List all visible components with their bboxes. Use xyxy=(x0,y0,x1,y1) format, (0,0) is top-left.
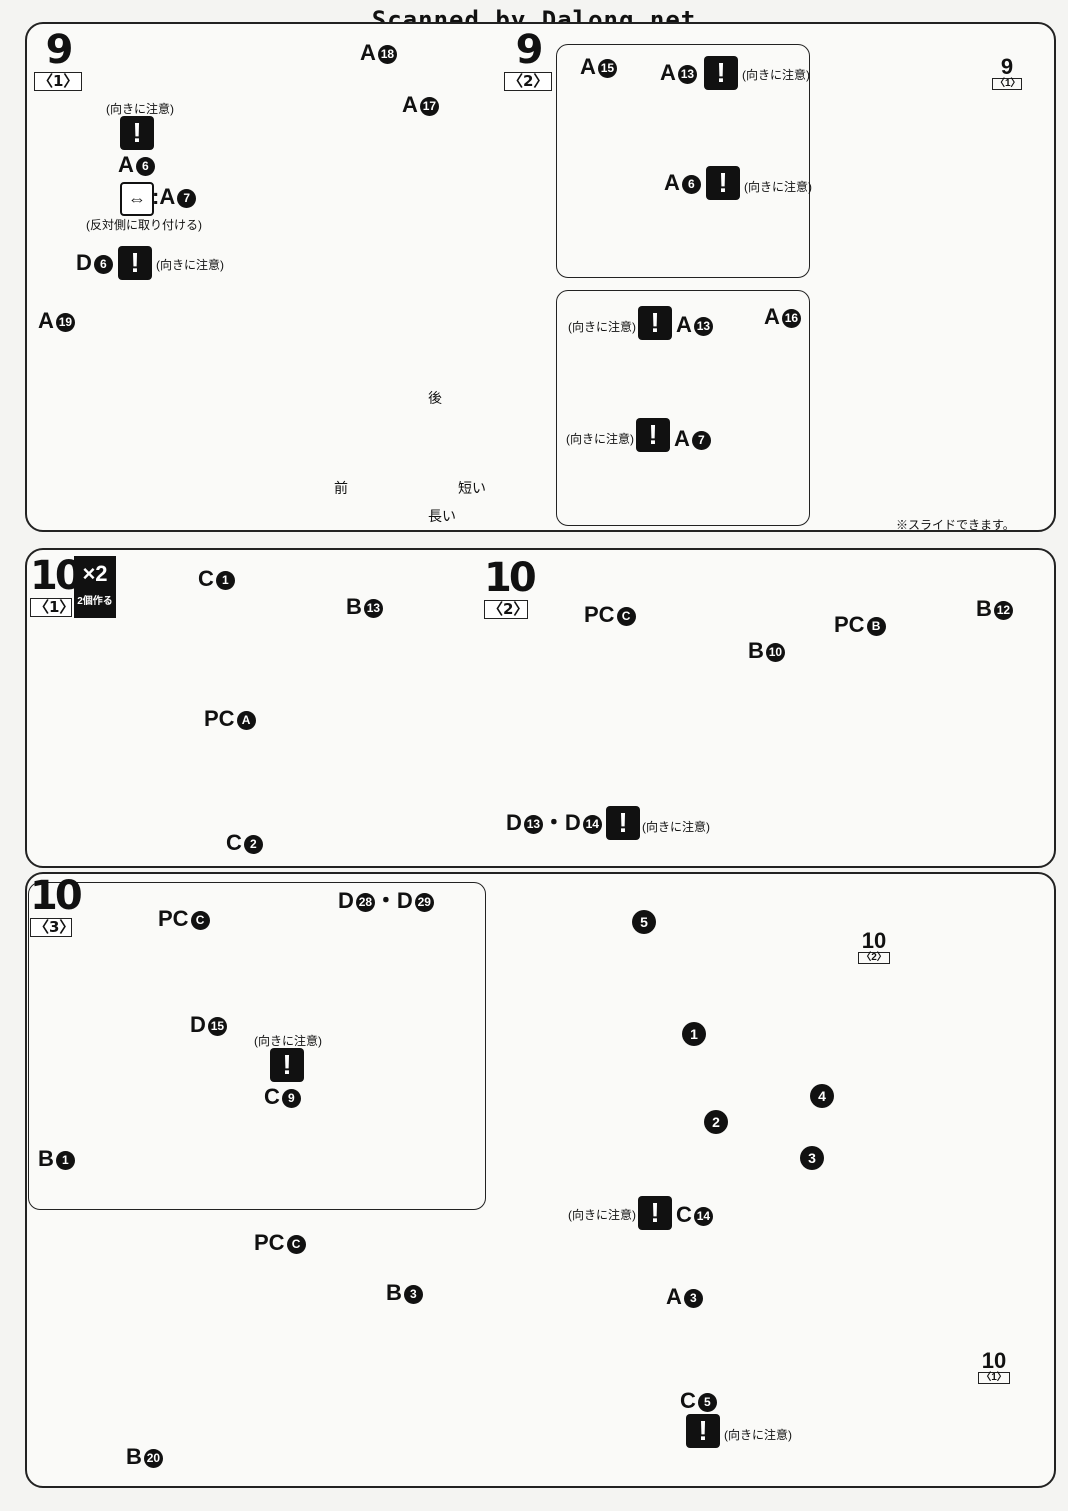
caution-note: (向きに注意) xyxy=(568,320,636,334)
caution-note: (向きに注意) xyxy=(566,432,634,446)
sequence-badge-2: 2 xyxy=(704,1110,728,1134)
caution-note: (向きに注意) xyxy=(106,102,174,116)
step-sub: 〈1〉 xyxy=(30,598,74,617)
flip-icon: ⇔ xyxy=(120,182,154,216)
warning-icon: ! xyxy=(706,166,740,200)
sequence-badge-1: 1 xyxy=(682,1022,706,1046)
panel-step-9 xyxy=(25,22,1056,532)
caution-note: (向きに注意) xyxy=(742,68,810,82)
warning-icon: ! xyxy=(270,1048,304,1082)
direction-rear: 後 xyxy=(428,390,442,406)
step-number: 9 xyxy=(515,27,544,73)
warning-icon: ! xyxy=(704,56,738,90)
step-sub: 〈1〉 xyxy=(34,72,82,91)
ref-10-1: 10 〈1〉 xyxy=(978,1350,1010,1384)
subpanel-10-3-detail xyxy=(28,882,486,1210)
direction-short: 短い xyxy=(458,480,486,496)
make-two-badge: ×2 2個作る xyxy=(74,556,116,618)
warning-icon: ! xyxy=(118,246,152,280)
ref-10-2: 10 〈2〉 xyxy=(858,930,890,964)
step-sub: 〈3〉 xyxy=(30,918,74,937)
caution-note: (向きに注意) xyxy=(642,820,710,834)
caution-note: (向きに注意) xyxy=(254,1034,322,1048)
sequence-badge-5: 5 xyxy=(632,910,656,934)
warning-icon: ! xyxy=(606,806,640,840)
step-number: 10 xyxy=(30,553,83,599)
warning-icon: ! xyxy=(636,418,670,452)
sequence-badge-3: 3 xyxy=(800,1146,824,1170)
step-number: 10 xyxy=(484,555,537,601)
subpanel-9-2-bottom xyxy=(556,290,810,526)
caution-note: (向きに注意) xyxy=(744,180,812,194)
slide-note: ※スライドできます。 xyxy=(896,518,1015,532)
caution-note: (向きに注意) xyxy=(156,258,224,272)
step-10-3-badge: 10 〈3〉 xyxy=(30,873,83,937)
caution-note: (向きに注意) xyxy=(724,1428,792,1442)
step-10-2-badge: 10 〈2〉 xyxy=(484,555,537,619)
attach-opposite-note: (反対側に取り付ける) xyxy=(86,218,202,232)
caution-note: (向きに注意) xyxy=(568,1208,636,1222)
warning-icon: ! xyxy=(120,116,154,150)
step-sub: 〈2〉 xyxy=(504,72,552,91)
subpanel-9-2-top xyxy=(556,44,810,278)
direction-front: 前 xyxy=(334,480,348,496)
step-9-2-badge: 9 〈2〉 xyxy=(504,30,552,91)
step-sub: 〈2〉 xyxy=(484,600,528,619)
warning-icon: ! xyxy=(638,306,672,340)
step-number: 9 xyxy=(45,27,74,73)
direction-long: 長い xyxy=(428,508,456,524)
step-9-1-badge: 9 〈1〉 xyxy=(34,30,82,91)
sequence-badge-4: 4 xyxy=(810,1084,834,1108)
panel-step-10-lower xyxy=(25,872,1056,1488)
ref-9-1: 9 〈1〉 xyxy=(992,56,1022,90)
step-10-1-badge: 10 〈1〉 xyxy=(30,553,83,617)
warning-icon: ! xyxy=(638,1196,672,1230)
step-number: 10 xyxy=(30,873,83,919)
panel-step-10-upper xyxy=(25,548,1056,868)
warning-icon: ! xyxy=(686,1414,720,1448)
